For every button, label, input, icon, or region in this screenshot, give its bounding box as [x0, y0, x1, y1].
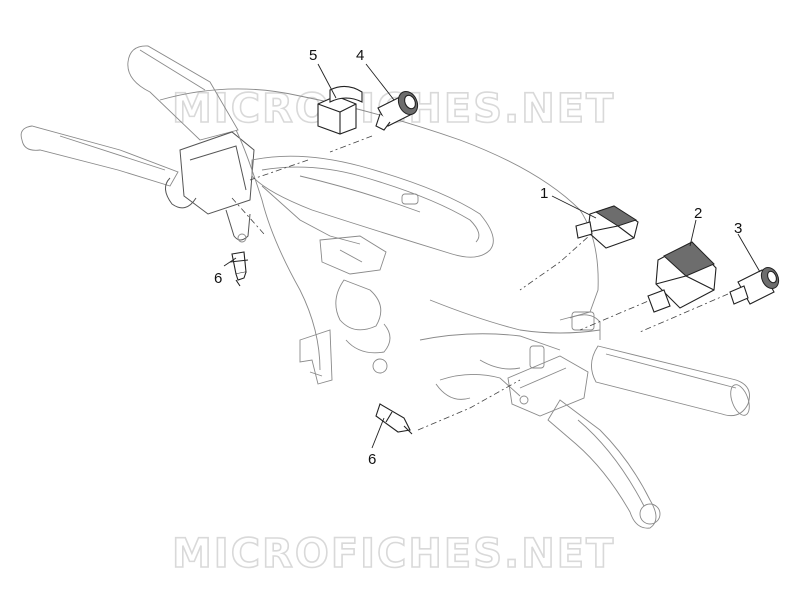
watermark-bottom: MICROFICHES.NET — [172, 531, 615, 577]
callout-6-left: 6 — [214, 270, 222, 287]
part-6-bulb-left[interactable] — [229, 251, 249, 287]
leader-lines — [223, 63, 761, 449]
callout-3: 3 — [734, 220, 742, 237]
callout-2: 2 — [694, 205, 702, 222]
assembly-lines — [231, 135, 729, 431]
part-2-switch[interactable] — [647, 241, 717, 313]
part-6-bulb-bottom[interactable] — [375, 403, 413, 435]
part-4-socket[interactable] — [375, 88, 421, 131]
part-5-switch[interactable] — [317, 85, 363, 135]
callout-5: 5 — [309, 47, 317, 64]
callout-4: 4 — [356, 47, 364, 64]
callout-6-bottom: 6 — [368, 451, 376, 468]
part-3-socket[interactable] — [729, 265, 782, 305]
callout-1: 1 — [540, 185, 548, 202]
part-1-switch[interactable] — [575, 205, 639, 249]
